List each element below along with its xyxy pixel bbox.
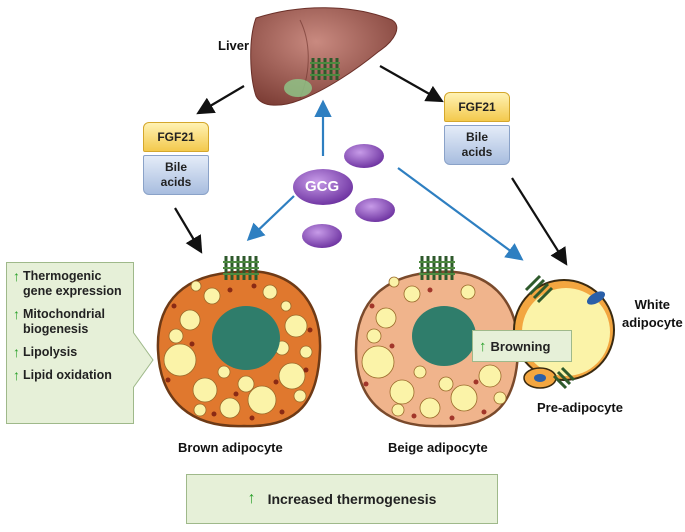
arrow-gcg-to-brown <box>246 195 295 242</box>
pre-adipocyte-receptor <box>552 366 576 390</box>
gcg-molecule <box>344 144 384 168</box>
brown-nucleus <box>212 306 280 370</box>
white-label-line1: White <box>634 297 671 312</box>
beige-adipocyte-cell <box>354 270 520 428</box>
pre-adipocyte-cell <box>523 367 557 389</box>
white-adipocyte-label: White adipocyte <box>622 296 683 332</box>
fgf21-box-right: FGF21 <box>444 92 510 122</box>
white-label-line2: adipocyte <box>622 315 683 330</box>
arrow-left-hormones-to-brown <box>174 207 203 254</box>
arrow-right-hormones-to-white <box>511 177 568 266</box>
bile-label: Bile <box>465 130 488 144</box>
up-arrow-icon: ↑ <box>13 268 20 284</box>
gcg-molecule <box>302 224 342 248</box>
liver-shape <box>250 7 398 106</box>
arrow-liver-to-right-hormones <box>379 65 444 103</box>
bile-label: Bile <box>164 160 187 174</box>
up-arrow-icon: ↑ <box>13 367 20 383</box>
up-arrow-icon: ↑ <box>13 306 20 322</box>
brown-receptor <box>223 256 259 280</box>
beige-receptor <box>419 256 455 280</box>
acids-label: acids <box>461 145 493 159</box>
beige-adipocyte-label: Beige adipocyte <box>388 440 488 455</box>
effects-callout-pointer <box>133 331 154 389</box>
increased-thermogenesis-label: Increased thermogenesis <box>267 491 437 507</box>
gcg-molecule <box>355 198 395 222</box>
gcg-main-molecule <box>293 169 353 205</box>
brown-adipocyte-cell <box>156 270 322 428</box>
liver-receptor <box>310 58 340 80</box>
gcg-label: GCG <box>305 178 340 195</box>
arrow-liver-to-left-hormones <box>196 85 245 115</box>
white-receptor <box>524 274 554 304</box>
effect-item: ↑Lipid oxidation <box>13 367 112 383</box>
up-arrow-icon: ↑ <box>479 337 487 355</box>
browning-box: ↑ Browning <box>472 330 572 362</box>
effect-item: ↑Lipolysis <box>13 344 78 360</box>
acids-label: acids <box>160 175 192 189</box>
liver-label: Liver <box>218 38 250 53</box>
arrow-gcg-to-white <box>397 167 524 261</box>
browning-label: Browning <box>490 338 551 354</box>
up-arrow-icon: ↑ <box>247 490 256 507</box>
pre-adipocyte-label: Pre-adipocyte <box>537 400 623 415</box>
beige-nucleus <box>412 306 476 366</box>
brown-adipocyte-label: Brown adipocyte <box>178 440 283 455</box>
up-arrow-icon: ↑ <box>13 344 20 360</box>
increased-thermogenesis-box: ↑ Increased thermogenesis <box>186 474 498 524</box>
fgf21-box-left: FGF21 <box>143 122 209 152</box>
